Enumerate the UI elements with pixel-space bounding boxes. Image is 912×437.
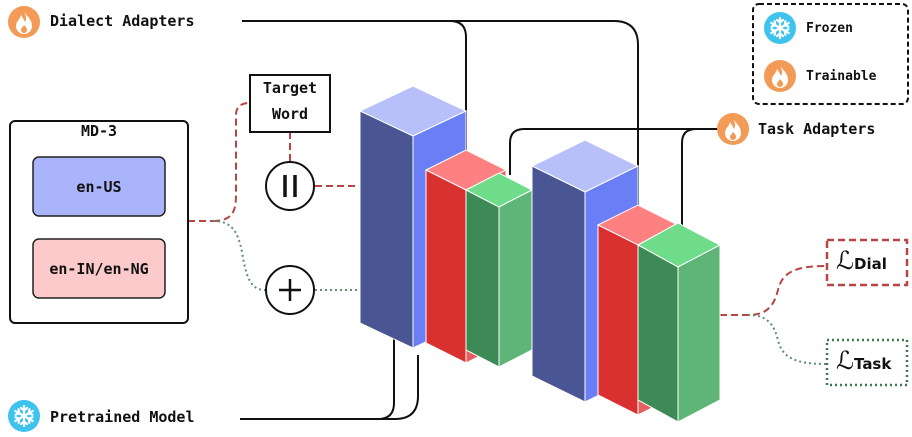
loss-task-label: ℒTask: [836, 346, 891, 379]
loss-dial-box: [825, 238, 909, 287]
en-in-ng-label: en-IN/en-NG: [49, 260, 149, 278]
loss-dial-symbol: ℒ: [836, 246, 855, 275]
loss-dial-label: ℒDial: [836, 246, 887, 279]
task-adapter-right: [636, 222, 722, 423]
task-adapter-left: [464, 172, 534, 368]
split-to-add-line: [212, 220, 266, 291]
connector-lines: [240, 20, 718, 420]
right-stack: [530, 139, 722, 423]
target-word-label-line2: Word: [271, 105, 309, 123]
loss-task-box: [825, 338, 909, 387]
target-word-label-line1: Target: [262, 79, 318, 97]
target-word-box: [249, 74, 331, 133]
task-line-1: [509, 128, 718, 175]
loss-task-symbol: ℒ: [836, 346, 855, 375]
out-to-task-line: [747, 314, 827, 365]
snowflake-icon: [764, 12, 796, 44]
flame-icon: [717, 113, 749, 145]
left-stack: [358, 85, 534, 368]
en-us-box: [32, 156, 166, 217]
flame-icon: [764, 60, 796, 92]
split-to-target-line: [212, 102, 251, 222]
md3-title: MD-3: [80, 122, 118, 140]
concat-operator: [265, 161, 315, 211]
loss-task-subscript: Task: [854, 355, 892, 373]
out-to-dial-line: [720, 265, 827, 316]
dial-routes: [188, 102, 827, 316]
pretrained-line-1: [240, 330, 395, 420]
snowflake-icon: [8, 400, 40, 432]
dialect-line-2: [242, 20, 639, 235]
legend-trainable-label: Trainable: [806, 69, 877, 84]
task-line-2: [681, 128, 718, 235]
en-us-label: en-US: [76, 178, 122, 196]
flame-icon: [8, 6, 40, 38]
task-adapters-label: Task Adapters: [758, 120, 876, 138]
en-in-ng-box: [32, 238, 166, 299]
loss-dial-subscript: Dial: [854, 255, 887, 273]
dialect-adapters-label: Dialect Adapters: [50, 12, 195, 30]
pretrained-line-2: [240, 355, 419, 420]
add-operator: [265, 265, 315, 315]
pretrained-model-label: Pretrained Model: [50, 408, 195, 426]
legend-frozen-label: Frozen: [806, 21, 853, 36]
